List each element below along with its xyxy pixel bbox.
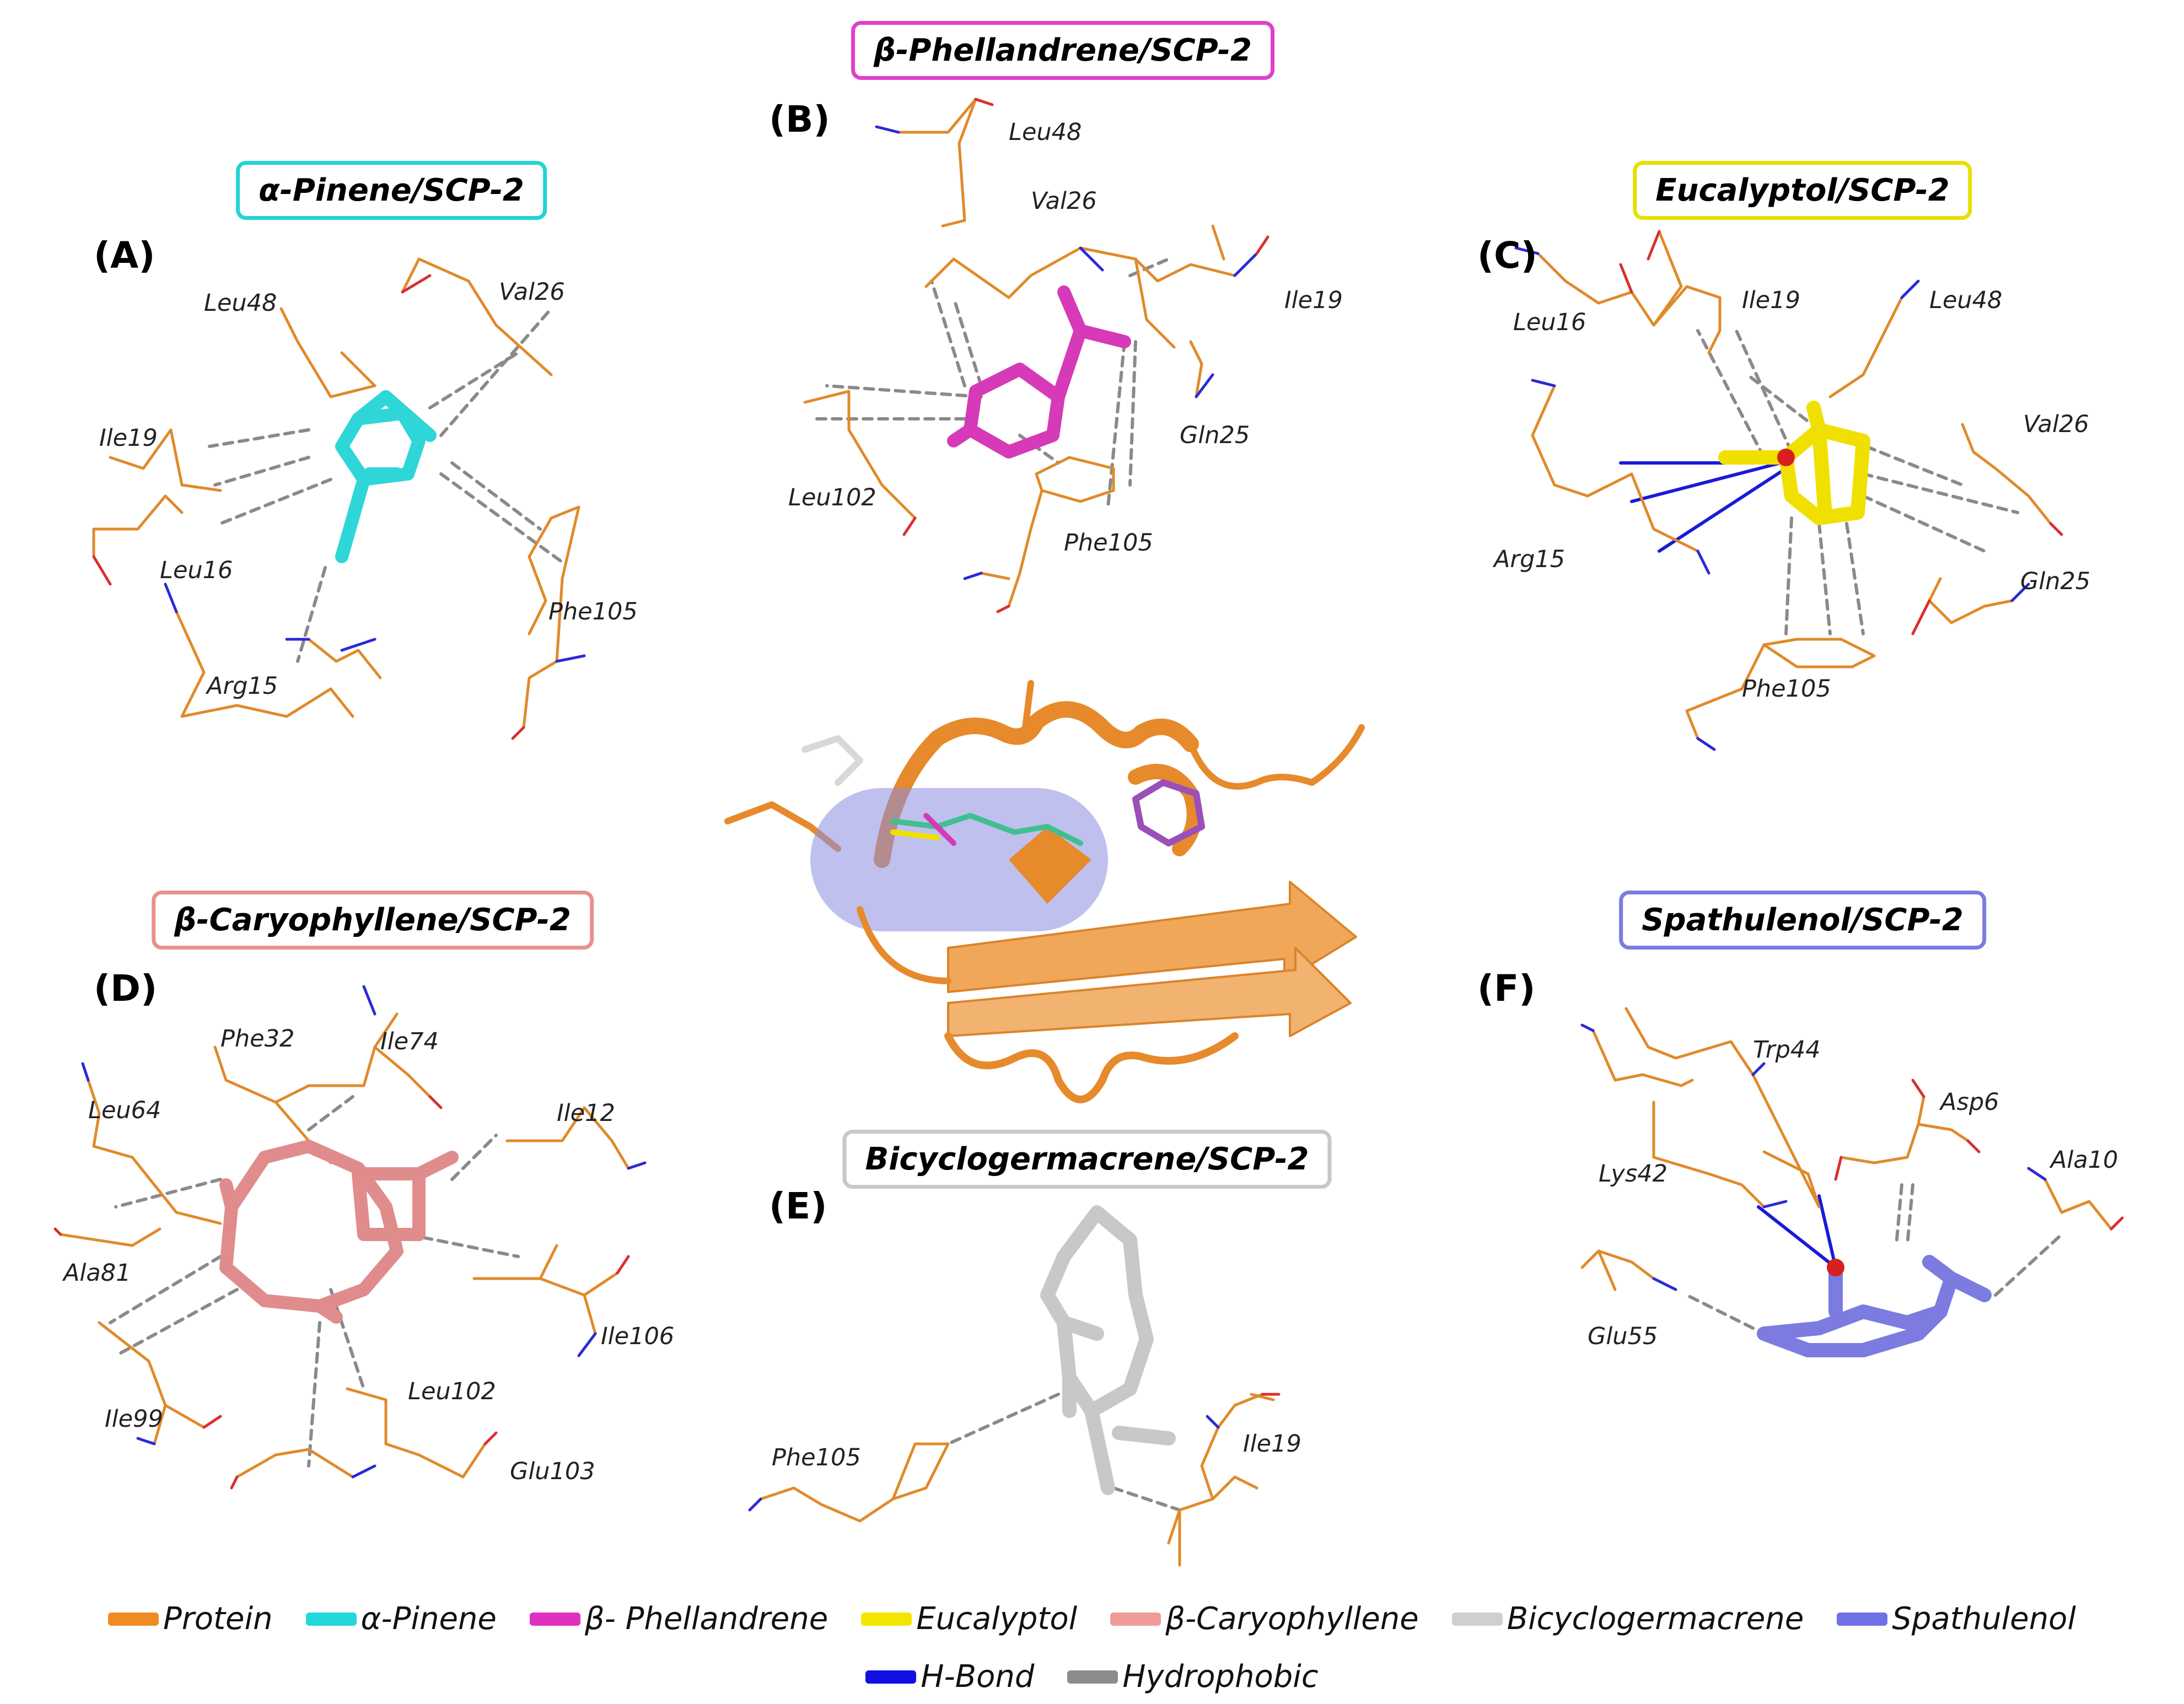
residue-label: Asp6 — [1940, 1088, 1999, 1116]
residue-label: Val26 — [2023, 411, 2089, 438]
residue-label: Ile74 — [380, 1028, 439, 1055]
legend-swatch — [865, 1670, 917, 1684]
residue-label: Ile19 — [1284, 287, 1343, 314]
residue-label: Phe32 — [220, 1025, 295, 1053]
legend-row-1: Protein α-Pinene β- Phellandrene Eucalyp… — [0, 1601, 2184, 1637]
panel-f-structure — [1580, 1007, 2124, 1357]
legend-item-spathulenol: Spathulenol — [1837, 1601, 2076, 1637]
residue-label: Phe105 — [772, 1444, 861, 1471]
residue-label: Ile19 — [1243, 1430, 1301, 1458]
residue-label: Ile106 — [601, 1323, 675, 1350]
legend-label: H-Bond — [921, 1659, 1035, 1695]
residue-label: Ile19 — [1742, 287, 1800, 314]
panel-letter-a: (A) — [94, 234, 155, 277]
residue-label: Val26 — [1031, 187, 1097, 215]
legend-item-eucalyptol: Eucalyptol — [861, 1601, 1077, 1637]
residue-label: Glu55 — [1588, 1323, 1658, 1350]
legend-label: Spathulenol — [1892, 1601, 2077, 1637]
residue-label: Leu16 — [1513, 309, 1586, 336]
panel-letter-c: (C) — [1477, 234, 1537, 277]
residue-label: Phe105 — [1742, 675, 1831, 703]
legend-item-hydrophobic: Hydrophobic — [1067, 1659, 1319, 1695]
panel-a-structure — [92, 257, 586, 740]
legend-item-h-bond: H-Bond — [865, 1659, 1034, 1695]
panel-e-structure — [748, 1205, 1281, 1567]
legend-label: α-Pinene — [361, 1601, 497, 1637]
panel-title-e: Bicyclogermacrene/SCP-2 — [842, 1130, 1332, 1189]
residue-label: Gln25 — [1180, 422, 1250, 449]
legend-swatch — [305, 1612, 357, 1626]
panel-title-a: α-Pinene/SCP-2 — [236, 161, 547, 220]
legend-swatch — [1067, 1670, 1118, 1684]
panel-title-f: Spathulenol/SCP-2 — [1619, 891, 1986, 950]
panel-title-c: Eucalyptol/SCP-2 — [1633, 161, 1972, 220]
residue-label: Arg15 — [1494, 546, 1566, 573]
legend-label: Hydrophobic — [1122, 1659, 1319, 1695]
legend-item-a-pinene: α-Pinene — [305, 1601, 497, 1637]
residue-label: Leu102 — [788, 484, 876, 511]
legend-label: Eucalyptol — [916, 1601, 1078, 1637]
residue-label: Ala10 — [2051, 1146, 2118, 1174]
legend-label: β- Phellandrene — [584, 1601, 829, 1637]
panel-letter-b: (B) — [769, 98, 830, 141]
panel-b-structure — [803, 98, 1269, 613]
residue-label: Arg15 — [207, 672, 278, 700]
residue-label: Leu48 — [204, 289, 277, 317]
legend-item-b-caryophyllene: β-Caryophyllene — [1110, 1601, 1419, 1637]
panel-title-b: β-Phellandrene/SCP-2 — [851, 21, 1274, 80]
legend-swatch — [861, 1612, 912, 1626]
residue-label: Leu48 — [1929, 287, 2003, 314]
residue-label: Leu16 — [160, 557, 233, 584]
legend-label: Bicyclogermacrene — [1507, 1601, 1804, 1637]
legend-item-bicyclogermacrene: Bicyclogermacrene — [1451, 1601, 1804, 1637]
residue-label: Leu48 — [1009, 118, 1082, 146]
panel-c-structure — [1514, 230, 2063, 751]
legend-item-b-phellandrene: β- Phellandrene — [529, 1601, 829, 1637]
residue-label: Gln25 — [2020, 568, 2091, 595]
panel-d-structure — [53, 985, 647, 1490]
panel-letter-e: (E) — [769, 1185, 827, 1227]
legend-swatch — [1837, 1612, 1888, 1626]
residue-label: Trp44 — [1753, 1036, 1821, 1064]
legend-swatch — [107, 1612, 159, 1626]
panel-letter-f: (F) — [1477, 967, 1536, 1010]
legend-item-protein: Protein — [107, 1601, 273, 1637]
legend-row-2: H-Bond Hydrophobic — [0, 1659, 2184, 1695]
residue-label: Ile99 — [105, 1405, 163, 1433]
center-protein-cartoon — [724, 680, 1365, 1103]
residue-label: Phe105 — [1064, 529, 1153, 557]
residue-label: Phe105 — [548, 598, 638, 625]
legend-label: Protein — [163, 1601, 273, 1637]
residue-label: Leu64 — [88, 1097, 162, 1124]
residue-label: Val26 — [499, 278, 565, 306]
residue-label: Lys42 — [1599, 1160, 1667, 1188]
residue-label: Ala81 — [63, 1259, 131, 1287]
legend-swatch — [529, 1612, 580, 1626]
residue-label: Leu102 — [408, 1378, 496, 1405]
panel-title-d: β-Caryophyllene/SCP-2 — [152, 891, 594, 950]
legend-label: β-Caryophyllene — [1165, 1601, 1419, 1637]
legend-swatch — [1110, 1612, 1161, 1626]
residue-label: Glu103 — [510, 1458, 595, 1485]
legend-swatch — [1451, 1612, 1503, 1626]
residue-label: Ile12 — [557, 1099, 615, 1127]
residue-label: Ile19 — [99, 424, 158, 452]
panel-letter-d: (D) — [94, 967, 158, 1010]
